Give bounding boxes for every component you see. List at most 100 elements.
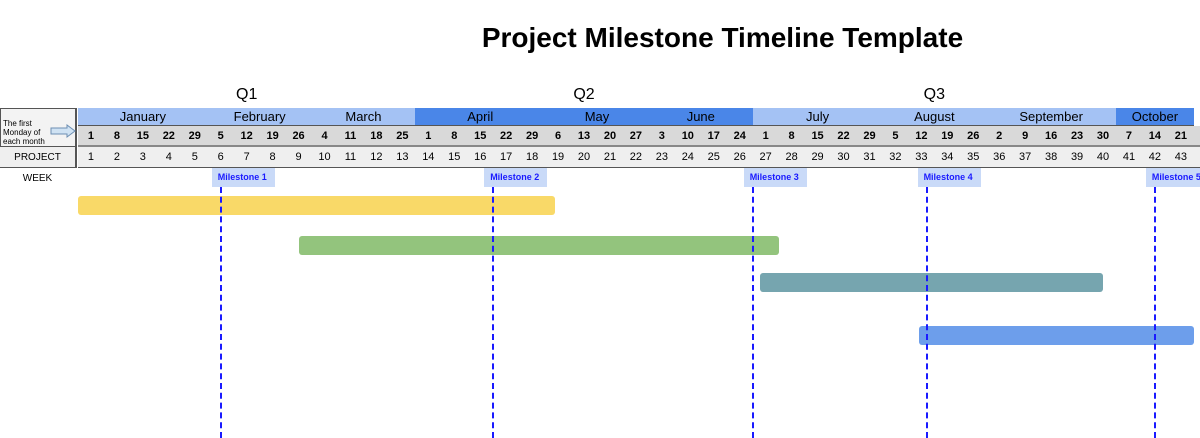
week-start-date: 22 bbox=[837, 130, 850, 142]
milestone-label: Milestone 2 bbox=[484, 168, 548, 187]
milestone-line bbox=[925, 187, 928, 438]
project-week-label: PROJECT WEEK bbox=[0, 147, 77, 184]
project-week-number: 32 bbox=[889, 151, 902, 163]
project-week-number: 13 bbox=[396, 151, 409, 163]
month-header: May bbox=[545, 108, 649, 126]
project-week-number: 39 bbox=[1070, 151, 1084, 163]
milestone-line bbox=[219, 187, 222, 438]
week-start-date: 24 bbox=[733, 130, 746, 142]
project-week-number: 12 bbox=[370, 151, 383, 163]
project-week-number: 42 bbox=[1148, 151, 1162, 163]
project-week-number: 35 bbox=[967, 151, 980, 163]
week-start-date: 29 bbox=[188, 130, 201, 142]
project-week-number: 11 bbox=[344, 151, 357, 163]
project-week-number: 14 bbox=[422, 151, 435, 163]
project-week-number: 28 bbox=[785, 151, 798, 163]
month-header: July bbox=[752, 108, 883, 126]
arrow-right-icon bbox=[50, 124, 76, 138]
milestone-line bbox=[751, 187, 754, 438]
page-title: Project Milestone Timeline Template bbox=[481, 22, 964, 53]
week-start-date: 29 bbox=[525, 130, 539, 142]
week-start-date: 15 bbox=[136, 130, 149, 142]
milestone-label: Milestone 1 bbox=[211, 168, 275, 187]
week-start-date: 26 bbox=[967, 130, 980, 142]
project-week-number: 20 bbox=[577, 151, 591, 163]
week-start-date: 9 bbox=[1022, 130, 1029, 142]
project-week-number: 22 bbox=[629, 151, 643, 163]
week-start-date: 8 bbox=[451, 130, 458, 142]
first-monday-label: The first Monday of each month bbox=[3, 119, 45, 146]
week-start-date: 13 bbox=[577, 130, 591, 142]
task-bar bbox=[298, 236, 779, 255]
week-start-date: 17 bbox=[707, 130, 720, 142]
week-start-date: 1 bbox=[762, 130, 769, 142]
week-start-date: 5 bbox=[217, 130, 224, 142]
project-week-number: 25 bbox=[707, 151, 720, 163]
week-start-date: 21 bbox=[1174, 130, 1187, 142]
week-start-date: 8 bbox=[788, 130, 795, 142]
project-week-number: 27 bbox=[759, 151, 772, 163]
milestone-label: Milestone 4 bbox=[917, 168, 981, 187]
date-row-bg bbox=[78, 126, 1200, 147]
project-week-number: 40 bbox=[1096, 151, 1110, 163]
project-week-number: 41 bbox=[1122, 151, 1136, 163]
week-start-date: 8 bbox=[113, 130, 120, 142]
project-week-number: 8 bbox=[269, 151, 276, 163]
week-start-date: 3 bbox=[658, 130, 665, 142]
week-start-date: 10 bbox=[681, 130, 694, 142]
task-bar bbox=[918, 326, 1194, 345]
project-week-number: 9 bbox=[295, 151, 302, 163]
project-week-number: 36 bbox=[993, 151, 1006, 163]
month-header: March bbox=[311, 108, 416, 126]
week-start-date: 1 bbox=[87, 130, 95, 142]
milestone-line bbox=[492, 187, 495, 438]
first-monday-note: The first Monday of each month bbox=[0, 108, 77, 147]
week-start-date: 15 bbox=[811, 130, 824, 142]
project-week-number: 17 bbox=[500, 151, 513, 163]
week-start-date: 7 bbox=[1125, 130, 1133, 142]
week-start-date: 12 bbox=[915, 130, 928, 142]
quarter-label: Q2 bbox=[573, 86, 595, 103]
project-week-number: 3 bbox=[139, 151, 146, 163]
week-start-date: 29 bbox=[863, 130, 876, 142]
week-start-date: 22 bbox=[162, 130, 175, 142]
week-start-date: 20 bbox=[603, 130, 617, 142]
project-week-number: 15 bbox=[448, 151, 461, 163]
project-week-number: 37 bbox=[1019, 151, 1032, 163]
milestone-label: Milestone 5 bbox=[1145, 168, 1200, 187]
project-week-number: 29 bbox=[811, 151, 824, 163]
milestone-label: Milestone 3 bbox=[743, 168, 807, 187]
week-start-date: 25 bbox=[396, 130, 409, 142]
week-start-date: 19 bbox=[266, 130, 279, 142]
project-week-number: 34 bbox=[941, 151, 954, 163]
month-header: September bbox=[986, 108, 1116, 126]
quarter-label: Q3 bbox=[923, 86, 945, 103]
week-start-date: 19 bbox=[941, 130, 954, 142]
project-week-number: 30 bbox=[837, 151, 850, 163]
month-header: June bbox=[648, 108, 753, 126]
week-start-date: 22 bbox=[500, 130, 513, 142]
week-start-date: 23 bbox=[1070, 130, 1084, 142]
month-header: August bbox=[882, 108, 987, 126]
project-week-number: 16 bbox=[474, 151, 487, 163]
week-start-date: 11 bbox=[344, 130, 357, 142]
milestone-line bbox=[1153, 187, 1156, 438]
week-start-date: 27 bbox=[629, 130, 643, 142]
week-row-bg bbox=[78, 147, 1200, 168]
project-week-number: 26 bbox=[733, 151, 746, 163]
project-week-number: 33 bbox=[915, 151, 928, 163]
week-start-date: 30 bbox=[1096, 130, 1110, 142]
week-start-date: 26 bbox=[292, 130, 305, 142]
month-header: January bbox=[78, 108, 208, 126]
month-header: April bbox=[415, 108, 546, 126]
quarter-label: Q1 bbox=[236, 86, 258, 103]
project-week-number: 7 bbox=[243, 151, 250, 163]
project-week-number: 31 bbox=[863, 151, 876, 163]
week-start-date: 12 bbox=[240, 130, 253, 142]
project-week-number: 19 bbox=[551, 151, 565, 163]
project-week-number: 24 bbox=[681, 151, 694, 163]
month-header: February bbox=[207, 108, 312, 126]
project-week-number: 5 bbox=[191, 151, 198, 163]
month-header: October bbox=[1116, 108, 1194, 126]
project-week-number: 23 bbox=[655, 151, 668, 163]
